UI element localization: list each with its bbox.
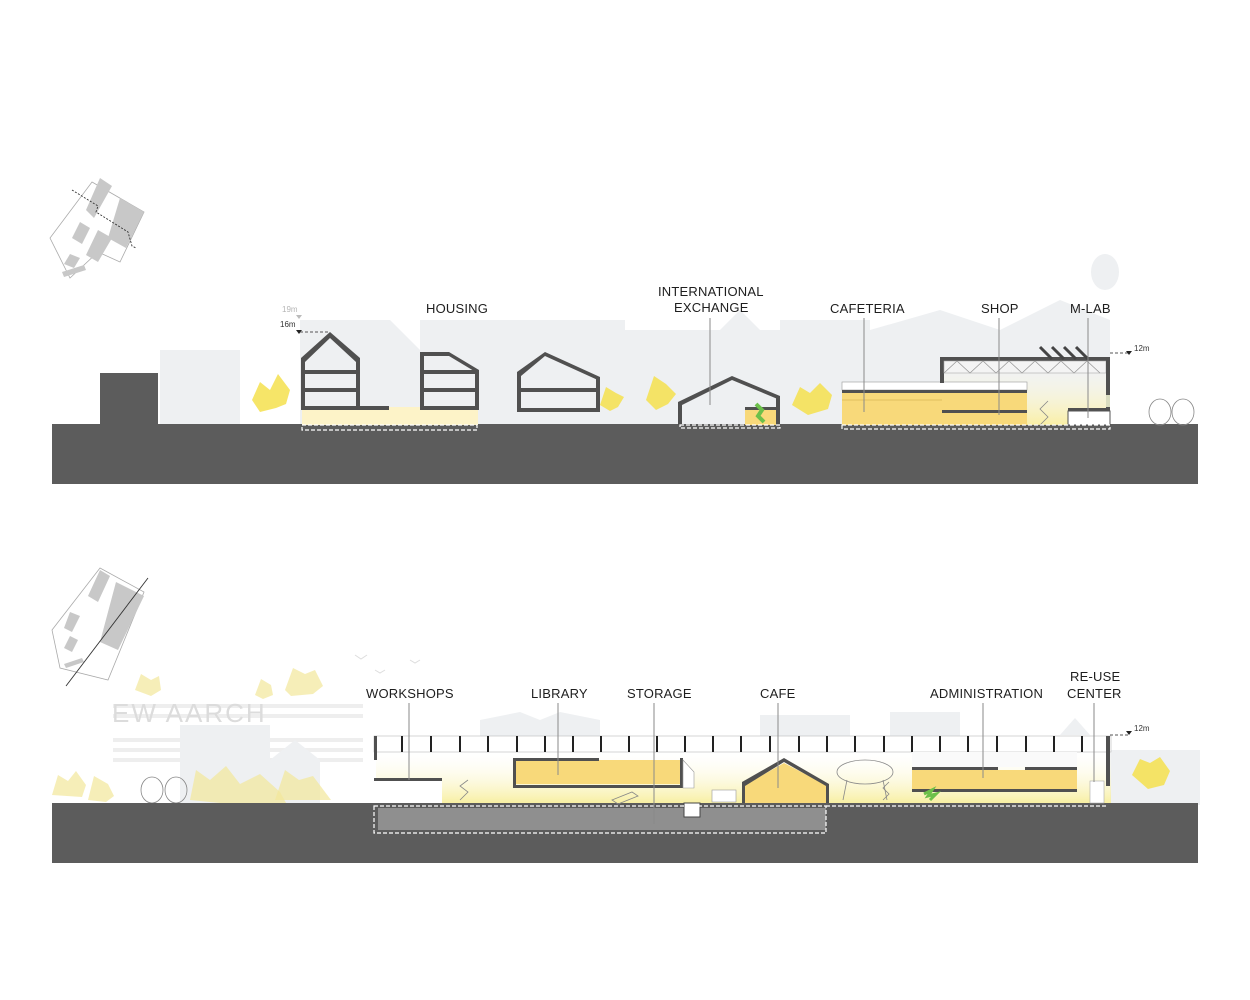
- level-markers-b: 12m: [1110, 724, 1150, 736]
- section-a: HOUSING INTERNATIONAL EXCHANGE CAFETERIA…: [49, 178, 1198, 484]
- tree-icon: [600, 387, 624, 411]
- label-storage: STORAGE: [627, 686, 692, 701]
- trees-b: [52, 654, 1170, 810]
- international-exchange: [678, 376, 781, 429]
- workshops: [374, 778, 469, 803]
- tree-icon: [285, 668, 323, 696]
- label-administration: ADMINISTRATION: [930, 686, 1043, 701]
- tree-icon: [255, 679, 273, 699]
- cafe: [711, 758, 894, 803]
- label-re-use-center-line2: CENTER: [1067, 686, 1122, 701]
- label-m-lab: M-LAB: [1070, 301, 1111, 316]
- labels-b: WORKSHOPS LIBRARY STORAGE CAFE ADMINISTR…: [366, 669, 1122, 824]
- storage-basement: [378, 808, 826, 830]
- bird-icon: [354, 654, 421, 674]
- label-housing: HOUSING: [426, 301, 488, 316]
- label-workshops: WORKSHOPS: [366, 686, 454, 701]
- level-16m: 16m: [280, 320, 296, 329]
- section-b: EW AARCH: [51, 567, 1200, 863]
- housing-block: [301, 332, 600, 431]
- trees-a: [252, 374, 1195, 426]
- level-triangle-icon: [296, 315, 302, 319]
- level-12m-a: 12m: [1134, 344, 1150, 353]
- level-19m: 19m: [282, 305, 298, 314]
- pod-structure-icon: [836, 759, 894, 785]
- background-sign-text: EW AARCH: [112, 698, 267, 728]
- tree-icon: [52, 771, 86, 797]
- label-re-use-center-line1: RE-USE: [1070, 669, 1120, 684]
- label-library: LIBRARY: [531, 686, 588, 701]
- label-cafeteria: CAFETERIA: [830, 301, 905, 316]
- tree-icon: [646, 376, 676, 410]
- key-plan-b: [51, 567, 149, 687]
- ground-a: [52, 373, 1198, 484]
- tree-icon: [792, 383, 832, 415]
- shrub-icon: [1148, 398, 1172, 426]
- shrub-icon: [140, 776, 164, 804]
- shrub-icon: [1171, 398, 1195, 426]
- tree-icon: [88, 776, 114, 802]
- hot-air-balloon-icon: [1091, 254, 1119, 290]
- label-international-exchange-line2: EXCHANGE: [674, 300, 749, 315]
- level-12m-b: 12m: [1134, 724, 1150, 733]
- label-cafe: CAFE: [760, 686, 796, 701]
- level-triangle-icon: [296, 330, 302, 334]
- tree-icon: [1132, 757, 1170, 789]
- tree-icon: [252, 374, 290, 412]
- key-plan-a: [49, 178, 145, 279]
- level-triangle-icon: [1126, 731, 1132, 735]
- tree-icon: [190, 766, 290, 810]
- administration: [912, 752, 1105, 804]
- label-shop: SHOP: [981, 301, 1019, 316]
- library: [513, 758, 695, 805]
- cafeteria-shop-mlab: [841, 345, 1111, 430]
- ground-b: [52, 802, 1198, 863]
- labels-a: HOUSING INTERNATIONAL EXCHANGE CAFETERIA…: [426, 284, 1111, 418]
- tree-icon: [135, 674, 161, 696]
- level-markers-a: 19m 16m 12m: [280, 305, 1150, 355]
- label-international-exchange-line1: INTERNATIONAL: [658, 284, 764, 299]
- tree-icon: [275, 770, 331, 800]
- level-triangle-icon: [1126, 351, 1132, 355]
